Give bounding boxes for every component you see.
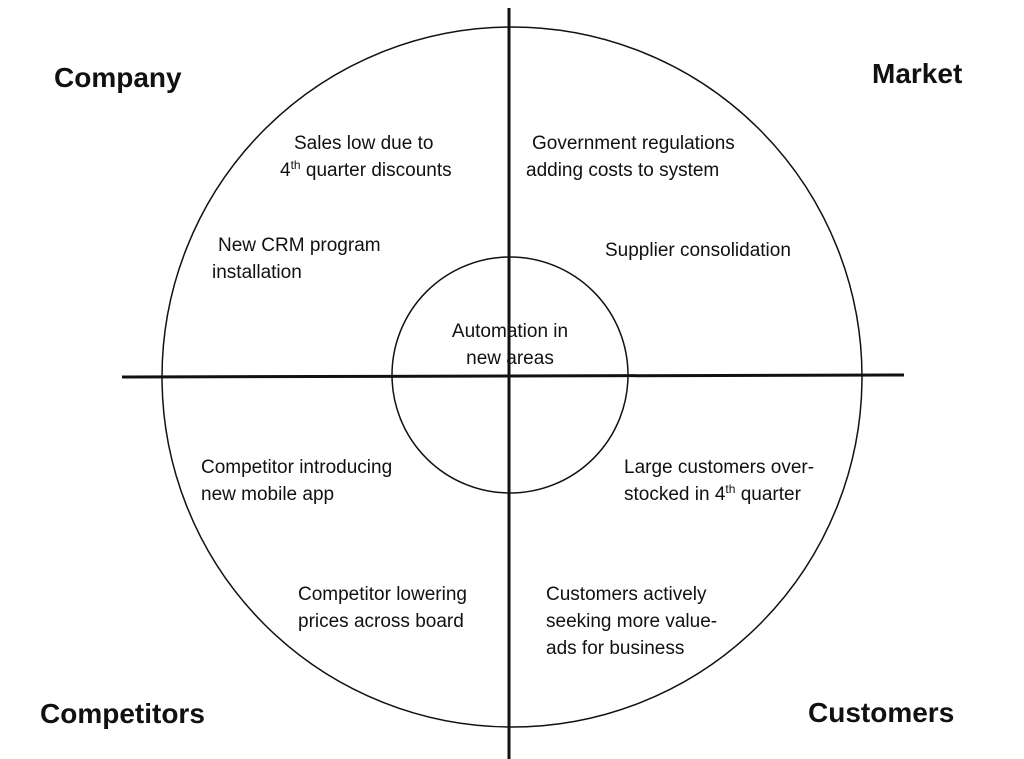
note-lowering-prices: Competitor lowering prices across board <box>298 581 467 635</box>
note-sales-low-rest: quarter discounts <box>300 160 452 181</box>
note-sales-low-line1: Sales low due to <box>294 133 434 154</box>
note-supplier: Supplier consolidation <box>605 237 791 264</box>
quadrant-title-market: Market <box>872 58 963 89</box>
note-sales-low-line2: 4th quarter discounts <box>280 157 452 184</box>
note-sales-low: Sales low due to 4th quarter discounts <box>280 130 452 184</box>
center-note: Automation in new areas <box>420 318 600 372</box>
quadrant-title-competitors: Competitors <box>40 698 205 729</box>
center-note-line2: new areas <box>466 348 554 369</box>
note-crm: New CRM program installation <box>212 232 381 286</box>
note-mobile-app-line2: new mobile app <box>201 484 335 505</box>
note-value-ads-line1: Customers actively <box>546 584 707 605</box>
note-overstocked-pre: stocked in 4 <box>624 484 726 505</box>
note-gov-regs-line2: adding costs to system <box>526 160 720 181</box>
note-overstocked-rest: quarter <box>735 484 801 505</box>
quadrant-title-company: Company <box>54 62 182 93</box>
note-sales-low-num: 4 <box>280 160 291 181</box>
note-mobile-app-line1: Competitor introducing <box>201 457 393 478</box>
note-overstocked-line1: Large customers over- <box>624 457 815 478</box>
note-overstocked-sup: th <box>725 482 736 496</box>
center-note-line1: Automation in <box>451 321 569 342</box>
note-overstocked-line2: stocked in 4th quarter <box>624 481 814 508</box>
note-crm-line1: New CRM program <box>218 235 381 256</box>
note-value-ads-line3: ads for business <box>546 638 685 659</box>
note-crm-line2: installation <box>212 262 302 283</box>
horizontal-axis <box>121 373 905 379</box>
note-supplier-line1: Supplier consolidation <box>605 240 791 261</box>
note-sales-low-sup: th <box>290 158 301 172</box>
note-lowering-prices-line2: prices across board <box>298 611 464 632</box>
note-lowering-prices-line1: Competitor lowering <box>298 584 467 605</box>
note-gov-regs-line1: Government regulations <box>532 133 735 154</box>
note-mobile-app: Competitor introducing new mobile app <box>201 454 392 508</box>
note-gov-regs: Government regulations adding costs to s… <box>526 130 735 184</box>
note-value-ads-line2: seeking more value- <box>546 611 718 632</box>
quadrant-title-customers: Customers <box>808 697 955 728</box>
note-overstocked: Large customers over- stocked in 4th qua… <box>624 454 814 508</box>
note-value-ads: Customers actively seeking more value- a… <box>546 581 717 662</box>
